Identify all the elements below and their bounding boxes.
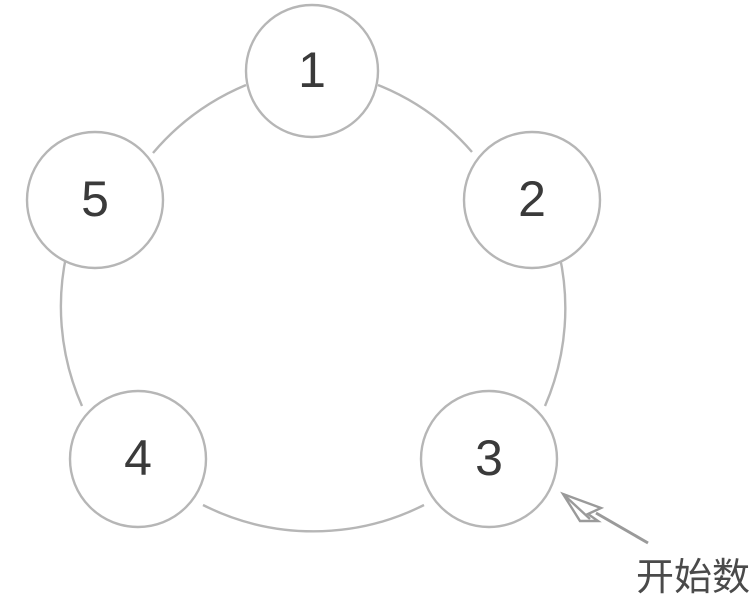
start-annotation-label: 开始数 bbox=[636, 555, 750, 599]
node-group bbox=[25, 3, 602, 529]
ring-arc-2-3 bbox=[543, 244, 567, 407]
arrow-head-icon bbox=[560, 491, 605, 523]
ring-arc-1-2 bbox=[377, 83, 473, 153]
node-circle-4[interactable] bbox=[68, 389, 208, 529]
ring-arc-3-4 bbox=[202, 503, 425, 533]
arrow-shaft bbox=[595, 511, 649, 545]
node-circle-1[interactable] bbox=[244, 3, 380, 139]
ring-arc-4-5 bbox=[59, 243, 84, 407]
ring-arc-group bbox=[59, 83, 567, 533]
node-circle-3[interactable] bbox=[419, 389, 559, 529]
node-label-3: 3 bbox=[475, 430, 503, 486]
node-label-1: 1 bbox=[298, 42, 326, 98]
node-label-group: 1 2 3 4 5 bbox=[81, 42, 546, 486]
node-label-5: 5 bbox=[81, 171, 109, 227]
node-label-4: 4 bbox=[124, 430, 152, 486]
node-circle-2[interactable] bbox=[462, 130, 602, 270]
arrow-head-inner-line bbox=[562, 493, 591, 520]
ring-arc-5-1 bbox=[152, 83, 247, 154]
node-circle-5[interactable] bbox=[25, 130, 165, 270]
start-pointer-arrow bbox=[560, 491, 649, 545]
node-label-2: 2 bbox=[518, 171, 546, 227]
